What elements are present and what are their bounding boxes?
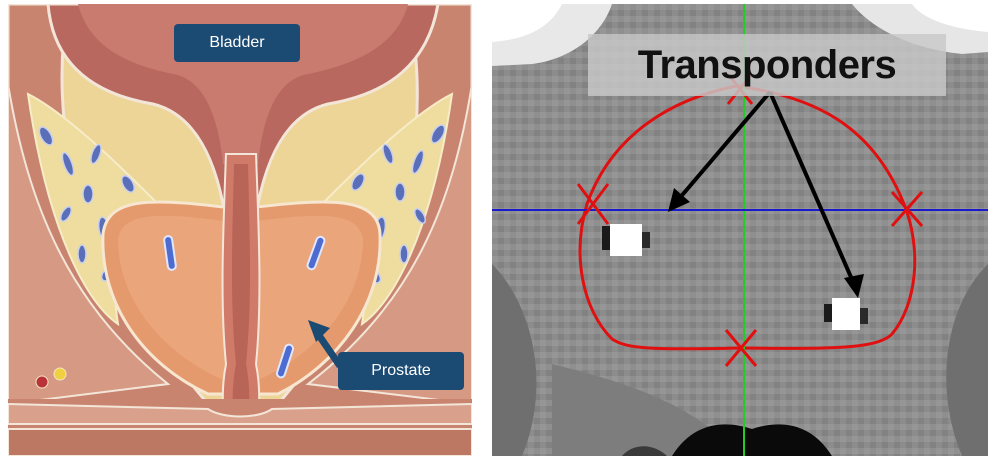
transponders-title: Transponders [588,34,946,96]
bladder-label: Bladder [174,24,300,62]
prostate-label: Prostate [338,352,464,390]
anatomy-illustration: Bladder Prostate [8,4,472,456]
